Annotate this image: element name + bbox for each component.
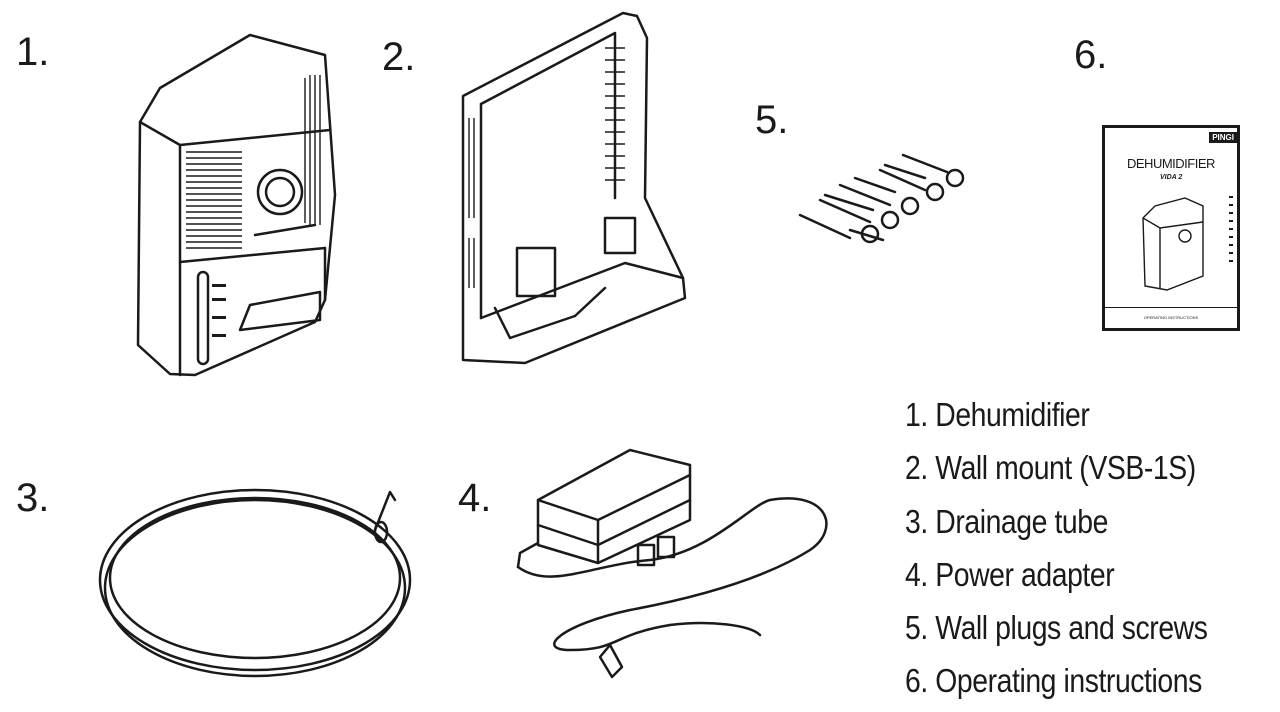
- legend-item-1: 1. Dehumidifier: [905, 396, 1090, 433]
- item-number-1: 1.: [16, 30, 50, 74]
- contents-legend: 1. Dehumidifier 2. Wall mount (VSB-1S) 3…: [905, 388, 1257, 708]
- manual-brand: PINGI: [1209, 132, 1237, 143]
- manual-title: DEHUMIDIFIER: [1127, 156, 1215, 171]
- item-number-4: 4.: [458, 476, 492, 520]
- wall-mount-illustration: [461, 11, 687, 365]
- item-number-3: 3.: [16, 476, 50, 520]
- power-adapter-illustration: [516, 448, 828, 679]
- manual-footer: OPERATING INSTRUCTIONS: [1143, 315, 1199, 320]
- legend-item-4: 4. Power adapter: [905, 555, 1115, 593]
- item-number-5: 5.: [755, 98, 789, 142]
- wall-plugs-screws-illustration: [798, 153, 965, 244]
- manual-booklet-illustration: PINGI DEHUMIDIFIER VIDA 2 OPERATING INST…: [1102, 125, 1240, 331]
- item-number-6: 6.: [1074, 33, 1108, 77]
- legend-item-2: 2. Wall mount (VSB-1S): [905, 449, 1196, 487]
- drainage-tube-illustration: [98, 488, 412, 678]
- dehumidifier-illustration: [136, 33, 337, 377]
- legend-item-5: 5. Wall plugs and screws: [905, 609, 1208, 647]
- manual-subtitle: VIDA 2: [1160, 174, 1183, 181]
- legend-item-6: 6. Operating instructions: [905, 662, 1202, 700]
- item-number-2: 2.: [382, 35, 416, 79]
- legend-item-3: 3. Drainage tube: [905, 502, 1108, 540]
